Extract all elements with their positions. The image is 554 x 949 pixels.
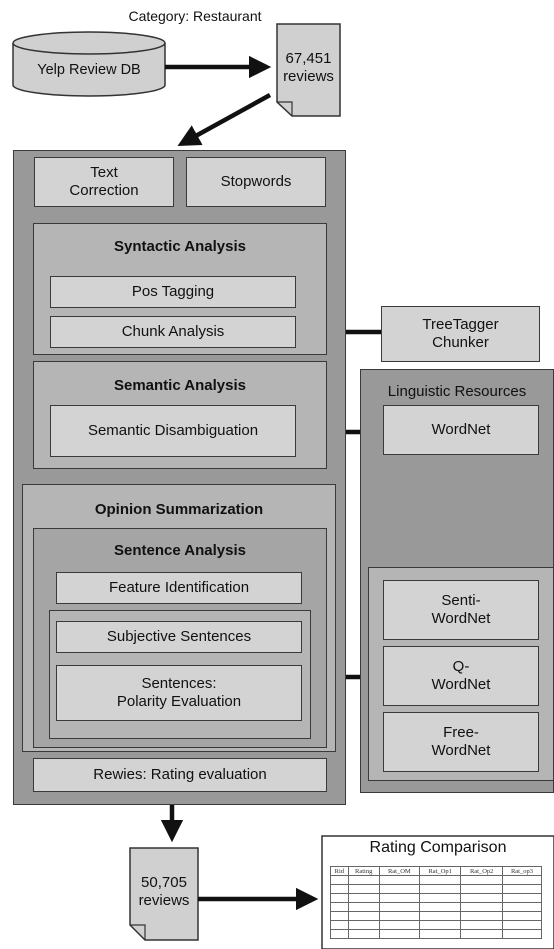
arrow-reviews-to-pipeline (177, 93, 272, 147)
table-row (330, 902, 543, 912)
linguistic-resources-title: Linguistic Resources (387, 383, 527, 400)
rating-evaluation-box: Rewies: Rating evaluation (33, 758, 327, 792)
opinion-summarization-title: Opinion Summarization (94, 501, 264, 518)
text-correction-box: Text Correction (34, 157, 174, 207)
semantic-analysis-title: Semantic Analysis (113, 377, 246, 394)
chunk-analysis-box: Chunk Analysis (50, 316, 296, 348)
stopwords-box: Stopwords (186, 157, 326, 207)
polarity-evaluation-box: Sentences: Polarity Evaluation (56, 665, 302, 721)
database-cylinder (12, 31, 166, 97)
table-header-cell: Rating (347, 866, 380, 876)
output-reviews-label: 50,705 reviews (138, 874, 190, 909)
pos-tagging-box: Pos Tagging (50, 276, 296, 308)
table-header-cell: Rat_Op2 (460, 866, 503, 876)
table-row (330, 911, 543, 921)
table-header-cell: Rid (330, 866, 349, 876)
table-header-cell: Rat_Op1 (418, 866, 462, 876)
rating-comparison-table: Rid Rating Rat_OM Rat_Op1 Rat_Op2 Rat_op… (330, 866, 543, 939)
category-label: Category: Restaurant (128, 8, 262, 24)
semantic-disambiguation-box: Semantic Disambiguation (50, 405, 296, 457)
table-header-row: Rid Rating Rat_OM Rat_Op1 Rat_Op2 Rat_op… (330, 866, 543, 876)
table-row (330, 884, 543, 894)
source-db-label: Yelp Review DB (37, 62, 141, 79)
table-row (330, 929, 543, 939)
subjective-sentences-box: Subjective Sentences (56, 621, 302, 653)
input-document-shape (276, 23, 341, 117)
rating-comparison-panel: Rating Comparison Rid Rating Rat_OM Rat_… (322, 836, 554, 949)
output-document-shape (129, 847, 199, 941)
input-reviews-label: 67,451 reviews (283, 50, 334, 85)
wordnet-box: WordNet (383, 405, 539, 455)
rating-comparison-title: Rating Comparison (369, 839, 507, 856)
free-wordnet-box: Free- WordNet (383, 712, 539, 772)
table-header-cell: Rat_OM (378, 866, 420, 876)
table-row (330, 893, 543, 903)
table-row (330, 920, 543, 930)
table-row (330, 875, 543, 885)
senti-wordnet-box: Senti- WordNet (383, 580, 539, 640)
treetagger-chunker-box: TreeTagger Chunker (381, 306, 540, 362)
sentence-analysis-title: Sentence Analysis (113, 542, 246, 559)
table-header-cell: Rat_op3 (501, 866, 543, 876)
q-wordnet-box: Q- WordNet (383, 646, 539, 706)
feature-identification-box: Feature Identification (56, 572, 302, 604)
syntactic-analysis-title: Syntactic Analysis (113, 238, 246, 255)
